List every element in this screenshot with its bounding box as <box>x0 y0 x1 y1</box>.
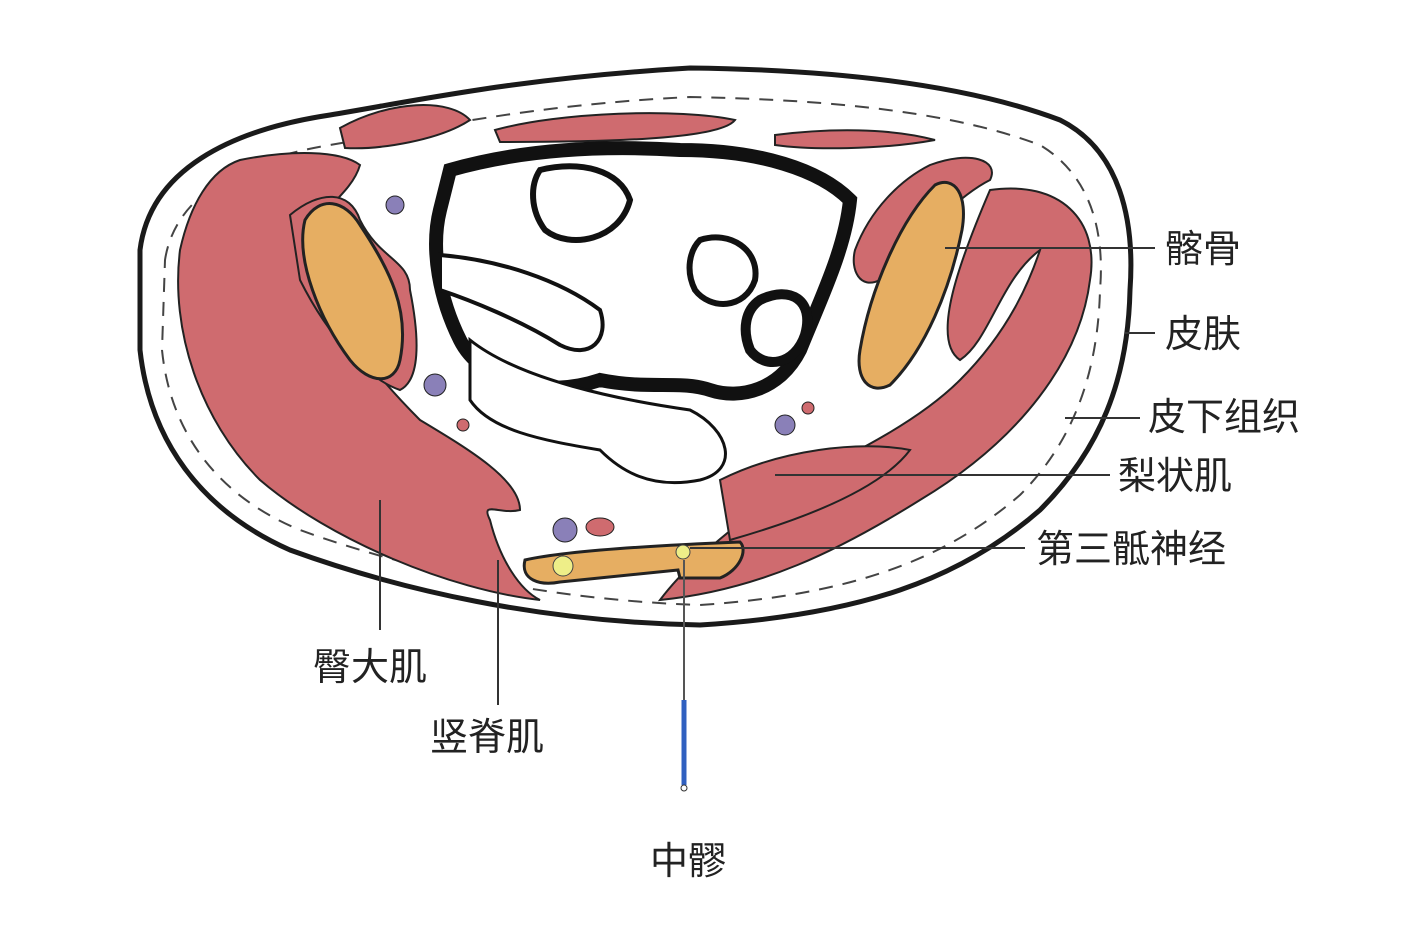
abdominal-muscle-left <box>338 104 472 150</box>
artery-small-right <box>801 401 815 415</box>
abdominal-muscle-center <box>493 112 737 144</box>
artery-small <box>456 418 470 432</box>
label-subcutaneous: 皮下组织 <box>1148 395 1301 439</box>
label-acupoint: 中髎 <box>650 839 727 883</box>
intestine-loop-1 <box>530 163 634 243</box>
intestine-loop-3 <box>740 289 813 367</box>
label-erector-spinae: 竖脊肌 <box>430 715 545 759</box>
vein-sacral <box>552 517 578 543</box>
colon-segment <box>438 252 605 352</box>
vein-left-upper <box>385 195 405 215</box>
needle-tip <box>680 784 688 792</box>
subcutaneous-inner-line <box>160 95 1102 607</box>
vein-left <box>423 373 447 397</box>
leader-lines <box>379 247 1155 705</box>
artery-sacral <box>585 517 615 537</box>
label-piriformis: 梨状肌 <box>1118 454 1233 498</box>
abdominal-muscle-right <box>774 129 936 150</box>
vein-right <box>774 414 796 436</box>
sacral-nerve-3 <box>675 544 691 560</box>
sacral-nerve-left <box>552 555 574 577</box>
rectum <box>468 336 727 485</box>
ilium-left <box>301 202 405 381</box>
ilium-right <box>857 180 965 390</box>
intestine-loop-2 <box>686 234 759 307</box>
label-ilium: 髂骨 <box>1165 227 1242 271</box>
label-gluteus-maximus: 臀大肌 <box>313 645 428 689</box>
piriformis-right <box>718 445 912 542</box>
label-skin: 皮肤 <box>1165 312 1242 356</box>
label-sacral-nerve-3: 第三骶神经 <box>1036 527 1227 571</box>
